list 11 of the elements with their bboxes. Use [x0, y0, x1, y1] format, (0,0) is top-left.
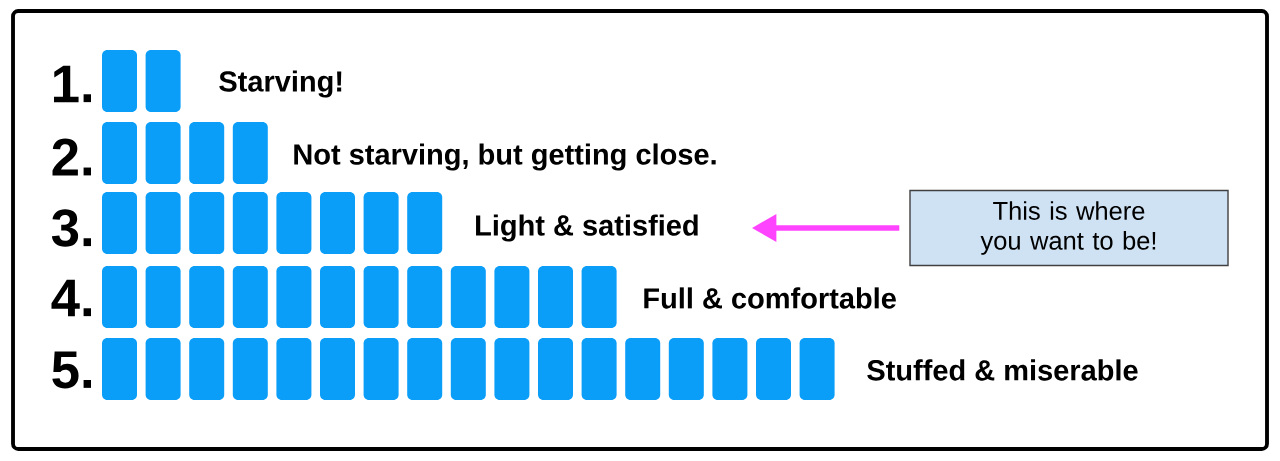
level-number: 3.	[51, 209, 92, 247]
callout-box: This is where you want to be!	[909, 189, 1229, 267]
level-label: Not starving, but getting close.	[294, 143, 716, 171]
level-number: 5.	[52, 351, 92, 389]
level-number: 1.	[54, 65, 92, 103]
level-label: Starving!	[219, 70, 342, 98]
level-label: Full & comfortable	[644, 287, 896, 309]
level-number: 2.	[52, 138, 92, 176]
level-label: Light & satisfied	[476, 214, 698, 242]
level-number: 4.	[51, 279, 92, 317]
level-label: Stuffed & miserable	[867, 359, 1138, 381]
